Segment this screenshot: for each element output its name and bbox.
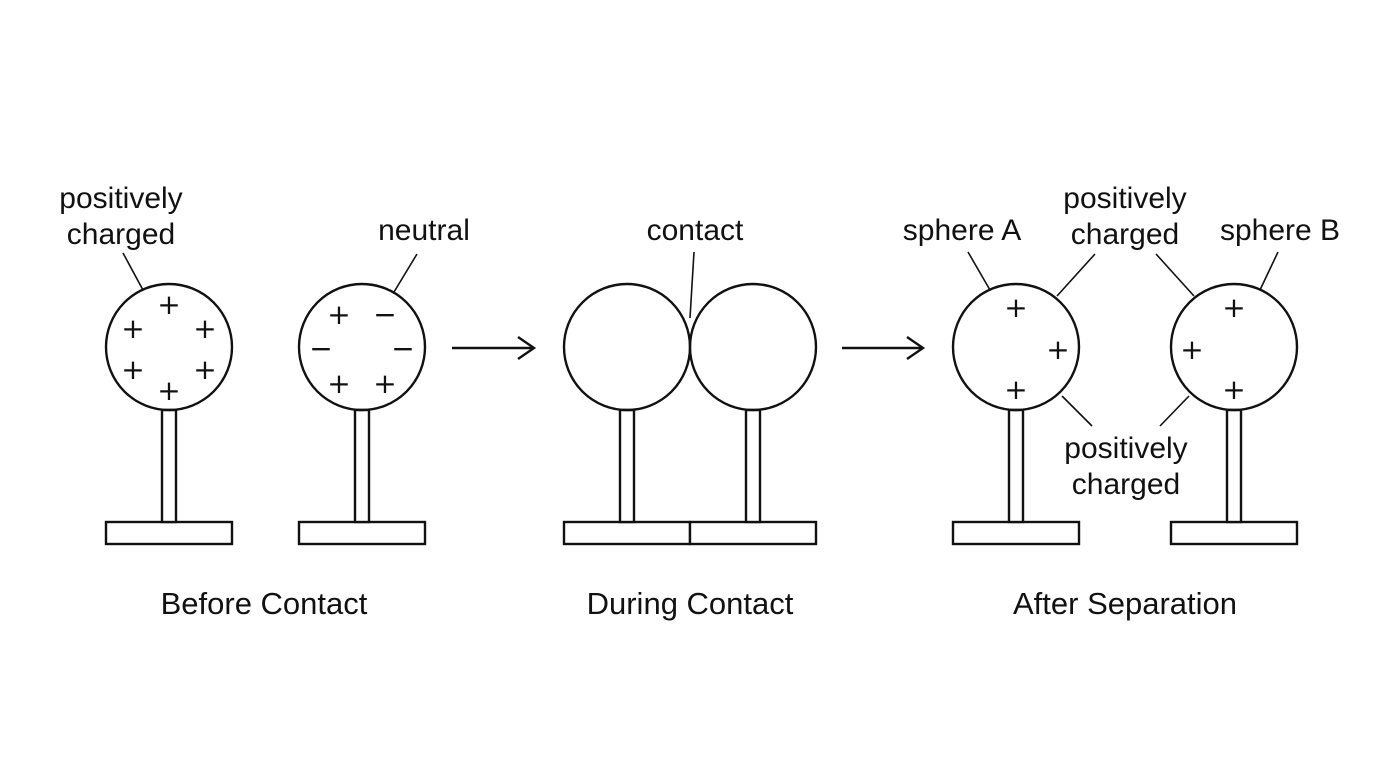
- minus-charge: −: [391, 332, 414, 365]
- label-charged: charged: [1071, 218, 1179, 251]
- stand-post: [160, 408, 178, 524]
- sphere-a-after: + + +: [951, 282, 1081, 546]
- leader-line: [1061, 395, 1093, 427]
- label-sphere-a: sphere A: [903, 214, 1021, 247]
- stand-post: [618, 408, 636, 524]
- leader-line: [689, 251, 695, 319]
- label-sphere-b: sphere B: [1220, 214, 1340, 247]
- sphere-left-during: [562, 282, 692, 546]
- label-positively: positively: [1063, 182, 1186, 215]
- plus-charge: +: [1222, 373, 1245, 406]
- sphere-body: [688, 282, 818, 412]
- base-plate: [297, 520, 427, 546]
- sphere-neutral-before: + − − − + +: [297, 282, 427, 546]
- label-neutral: neutral: [378, 214, 470, 247]
- stand-post: [353, 408, 371, 524]
- plus-charge: +: [1004, 373, 1027, 406]
- caption-before-contact: Before Contact: [161, 586, 368, 621]
- label-charged: charged: [1072, 468, 1180, 501]
- base-plate: [951, 520, 1081, 546]
- label-positively: positively: [1064, 432, 1187, 465]
- sphere-right-during: [688, 282, 818, 546]
- label-charged: charged: [67, 218, 175, 251]
- plus-charge: +: [327, 298, 350, 331]
- plus-charge: +: [327, 367, 350, 400]
- plus-charge: +: [121, 353, 144, 386]
- sphere-body: [104, 282, 234, 412]
- plus-charge: +: [193, 353, 216, 386]
- caption-after-separation: After Separation: [1013, 586, 1237, 621]
- minus-charge: −: [373, 298, 396, 331]
- plus-charge: +: [1222, 291, 1245, 324]
- plus-charge: +: [1180, 333, 1203, 366]
- sphere-body: [951, 282, 1081, 412]
- base-plate: [104, 520, 234, 546]
- arrow-right: [842, 336, 926, 360]
- sphere-body: [297, 282, 427, 412]
- plus-charge: +: [157, 374, 180, 407]
- sphere-positive-before: + + + + + +: [104, 282, 234, 546]
- stand-post: [1225, 408, 1243, 524]
- base-plate: [562, 520, 692, 546]
- leader-line: [1056, 253, 1096, 297]
- caption-during-contact: During Contact: [587, 586, 794, 621]
- label-positively: positively: [59, 182, 182, 215]
- stand-post: [1007, 408, 1025, 524]
- leader-line: [967, 251, 991, 291]
- plus-charge: +: [193, 312, 216, 345]
- plus-charge: +: [373, 367, 396, 400]
- plus-charge: +: [1004, 291, 1027, 324]
- sphere-b-after: + + +: [1169, 282, 1299, 546]
- leader-line: [122, 252, 144, 291]
- leader-line: [1155, 253, 1195, 297]
- stand-post: [744, 408, 762, 524]
- minus-charge: −: [309, 332, 332, 365]
- plus-charge: +: [121, 312, 144, 345]
- arrow-right: [452, 336, 537, 360]
- plus-charge: +: [157, 288, 180, 321]
- leader-line: [393, 253, 418, 293]
- label-contact: contact: [647, 214, 744, 247]
- sphere-body: [1169, 282, 1299, 412]
- base-plate: [1169, 520, 1299, 546]
- sphere-body: [562, 282, 692, 412]
- plus-charge: +: [1046, 333, 1069, 366]
- base-plate: [688, 520, 818, 546]
- leader-line: [1159, 395, 1190, 427]
- leader-line: [1259, 251, 1279, 291]
